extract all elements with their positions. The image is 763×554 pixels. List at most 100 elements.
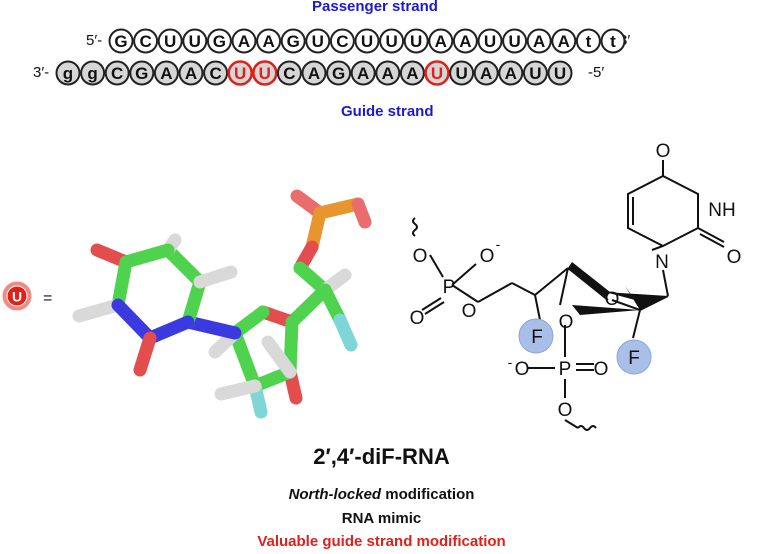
guide-base-circle: [449, 60, 475, 86]
passenger-base: G: [280, 28, 306, 54]
double-bond: [424, 301, 445, 315]
stick-bond: [111, 255, 133, 312]
passenger-strand-title: Passenger strand: [312, 0, 438, 15]
passenger-base-circle: [452, 28, 478, 54]
passenger-base-letter: t: [610, 32, 616, 51]
legend-bead-letter: U: [12, 289, 22, 305]
guide-base-circle: [129, 60, 155, 86]
guide-base-circle: [473, 60, 499, 86]
passenger-base-letter: G: [114, 32, 127, 51]
passenger-base-letter: A: [533, 32, 545, 51]
caption-rna-mimic: RNA mimic: [341, 510, 422, 527]
charge-minus-1: -: [496, 236, 501, 252]
atom-o-bottom: O: [558, 400, 573, 421]
passenger-base-letter: A: [238, 32, 250, 51]
guide-base-circle: [522, 60, 548, 86]
guide-5prime-label: -5′: [588, 64, 605, 81]
guide-base: A: [178, 60, 204, 86]
atom-o-p1-link: O: [462, 301, 477, 322]
guide-base: A: [350, 60, 376, 86]
guide-base-letter: A: [406, 64, 418, 83]
passenger-base-circle: [256, 28, 282, 54]
atom-o-p1: O: [413, 246, 428, 267]
stick-bond: [351, 197, 372, 229]
atom-o-p2-double: O: [594, 359, 609, 380]
passenger-base: A: [551, 28, 577, 54]
passenger-base: A: [231, 28, 257, 54]
atom-n: N: [655, 252, 669, 273]
guide-base-letter: C: [111, 64, 123, 83]
guide-base-circle: [153, 60, 179, 86]
guide-base: G: [326, 60, 352, 86]
caption-north-locked: North-locked modification: [0, 486, 763, 503]
modified-u-legend: U =: [2, 281, 52, 311]
passenger-base-letter: U: [312, 32, 324, 51]
guide-base-circle: [251, 60, 278, 86]
guide-base-letter: G: [135, 64, 148, 83]
passenger-base: U: [305, 28, 331, 54]
passenger-base-letter: G: [287, 32, 300, 51]
passenger-base-letter: U: [164, 32, 176, 51]
bond: [451, 263, 477, 286]
guide-base-letter: g: [87, 64, 97, 83]
stick-bond: [161, 243, 207, 289]
passenger-base: U: [403, 28, 429, 54]
squiggle-bond: [577, 425, 597, 431]
guide-base: C: [104, 60, 130, 86]
atom-nh: NH: [708, 200, 735, 221]
passenger-base: U: [354, 28, 380, 54]
bond: [451, 284, 479, 303]
guide-base: U: [227, 60, 253, 86]
passenger-base-circle: [502, 28, 528, 54]
atom-f1: F: [531, 327, 543, 348]
bond: [511, 282, 536, 296]
passenger-base: U: [182, 28, 208, 54]
passenger-base-letter: U: [508, 32, 520, 51]
atom-o-ring: O: [605, 289, 620, 310]
caption-north-locked-rest: modification: [381, 486, 475, 503]
passenger-base-letter: U: [385, 32, 397, 51]
guide-base-circle: [80, 60, 106, 86]
guide-base-circle: [227, 60, 253, 86]
atom-o-p2-minus: O: [515, 359, 530, 380]
guide-base-circle: [547, 60, 573, 86]
stick-bond: [72, 298, 125, 323]
guide-base: C: [276, 60, 302, 86]
guide-base-letter: U: [554, 64, 566, 83]
passenger-base-letter: C: [139, 32, 151, 51]
atom-labels: O NH N O O O - P O O O F F O O - P O O: [410, 141, 742, 421]
guide-base-letter: A: [480, 64, 492, 83]
passenger-base-letter: U: [361, 32, 373, 51]
passenger-base-circle: [477, 28, 503, 54]
guide-base: A: [153, 60, 179, 86]
passenger-base: U: [379, 28, 405, 54]
guide-base-circle: [424, 60, 450, 86]
guide-base-letter: A: [357, 64, 369, 83]
passenger-base-circle: [575, 28, 601, 54]
passenger-base-circle: [157, 28, 183, 54]
passenger-base-circle: [428, 28, 454, 54]
passenger-base-letter: G: [213, 32, 226, 51]
charge-minus-2: -: [508, 354, 513, 370]
wedge-bond: [572, 305, 640, 315]
passenger-base-circle: [133, 28, 159, 54]
bond: [559, 267, 569, 306]
guide-base: A: [301, 60, 327, 86]
guide-base: G: [129, 60, 155, 86]
bond: [534, 267, 569, 296]
guide-base-letter: U: [234, 64, 246, 83]
stick-bond: [313, 197, 365, 220]
guide-base-circle: [55, 60, 81, 86]
guide-base-letter: U: [529, 64, 541, 83]
guide-base-letter: g: [63, 64, 73, 83]
guide-base-circle: [375, 60, 401, 86]
passenger-base: U: [502, 28, 528, 54]
passenger-base-circle: [206, 28, 232, 54]
guide-base: A: [375, 60, 401, 86]
atom-o-top: O: [656, 141, 671, 162]
guide-base: A: [399, 60, 425, 86]
stick-bond: [111, 298, 157, 345]
